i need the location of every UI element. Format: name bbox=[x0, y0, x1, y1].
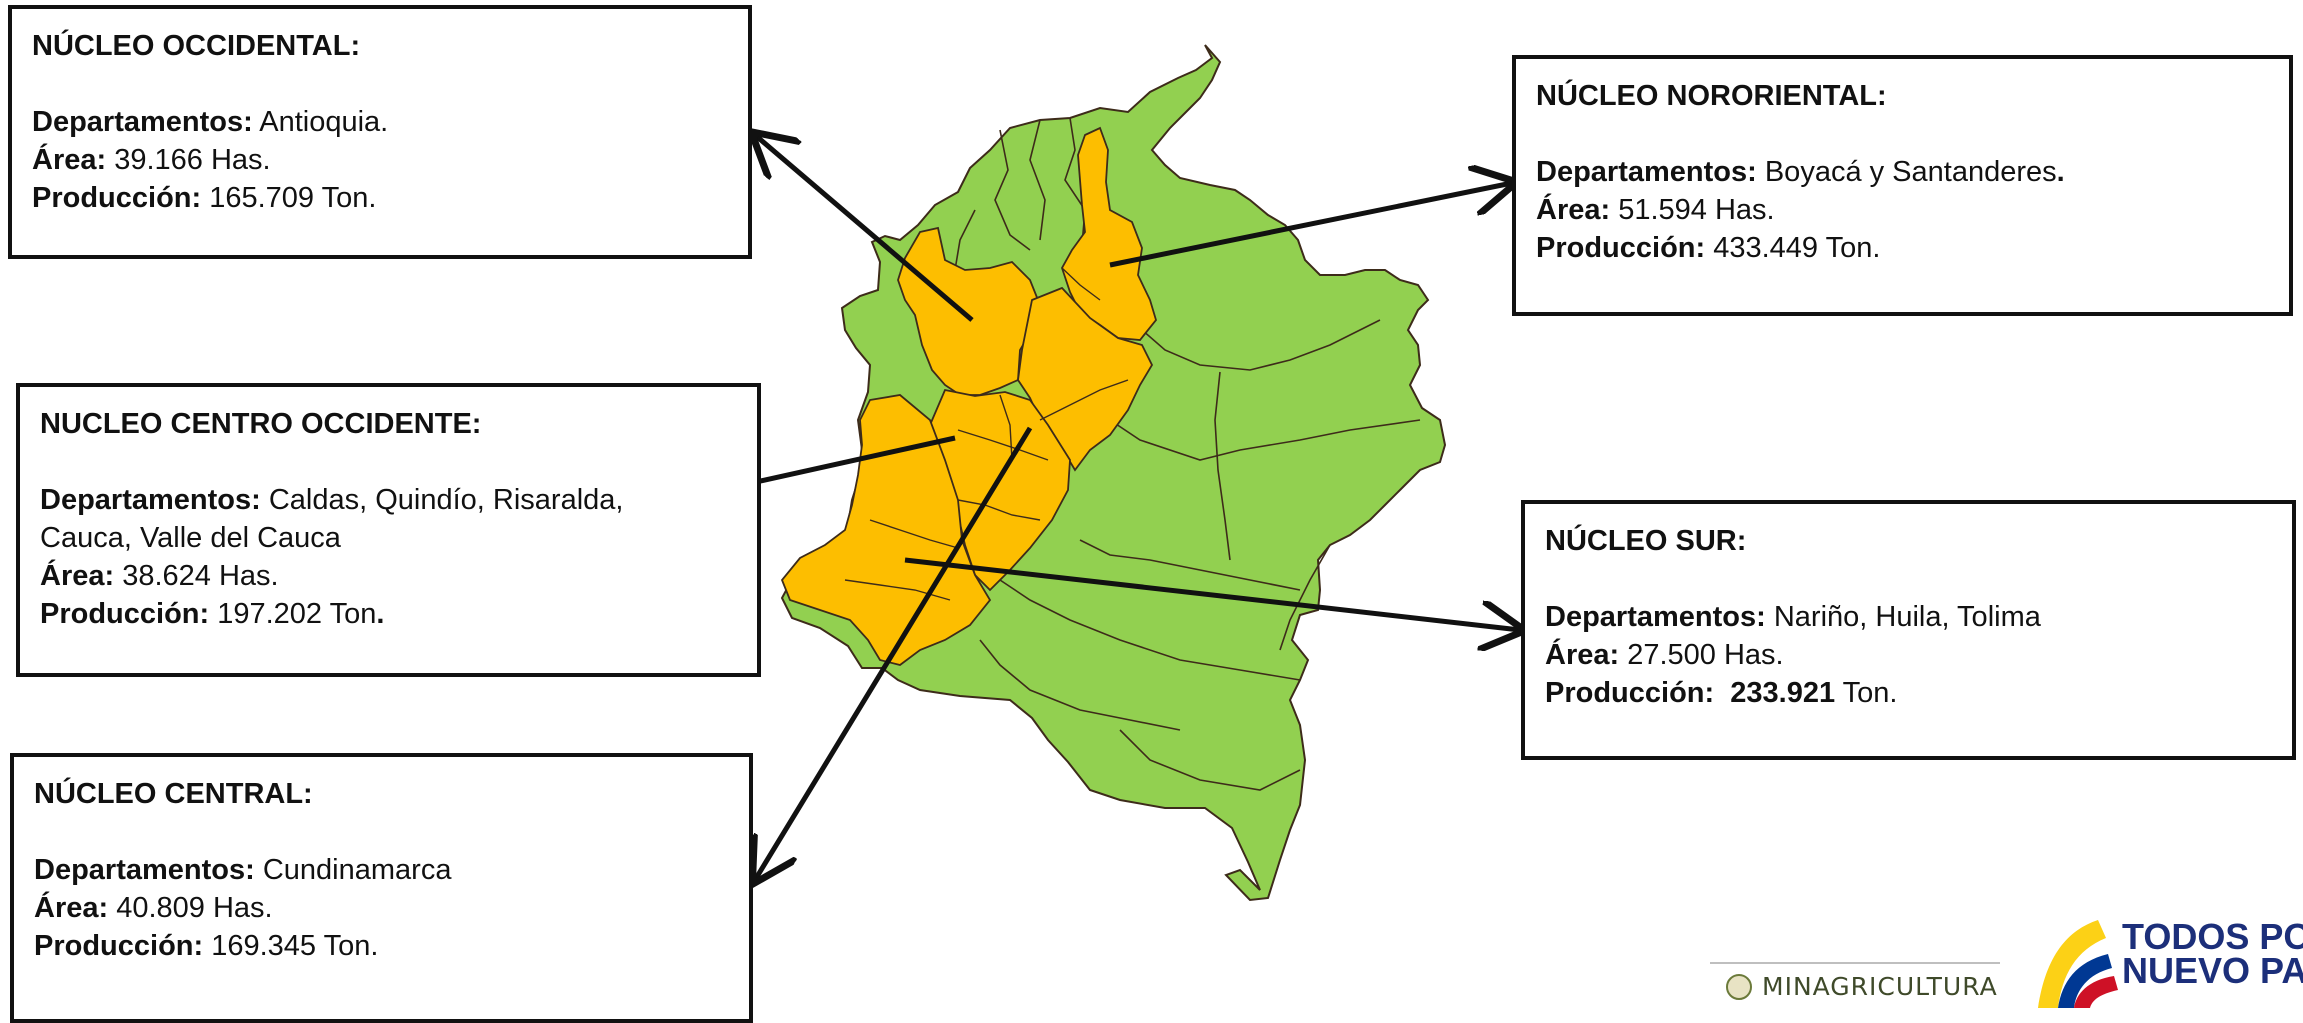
produccion-row: Producción: 197.202 Ton. bbox=[40, 595, 737, 633]
area-label: Área: bbox=[40, 560, 115, 592]
footer-logos: MINAGRICULTURA TODOS POR UN NUEVO PAÍS bbox=[1710, 920, 2303, 1008]
area-label: Área: bbox=[32, 144, 107, 176]
region-valle-cauca-narino-huila bbox=[780, 394, 992, 666]
departamentos-label: Departamentos: bbox=[40, 484, 261, 516]
arrow-occidental bbox=[755, 135, 974, 322]
departamentos-row: Departamentos: Antioquia. bbox=[32, 103, 728, 141]
departamentos-value: Nariño, Huila, Tolima bbox=[1773, 601, 2041, 633]
produccion-row: Producción: 233.921 Ton. bbox=[1545, 674, 2272, 712]
produccion-label: Producción: bbox=[40, 598, 210, 630]
produccion-row: Producción: 433.449 Ton. bbox=[1536, 229, 2269, 267]
country-silhouette bbox=[780, 44, 1447, 902]
produccion-value: 233.921 bbox=[1730, 677, 1836, 709]
departamentos-row: Departamentos: Caldas, Quindío, Risarald… bbox=[40, 481, 737, 519]
produccion-label: Producción: bbox=[1536, 232, 1706, 264]
area-value: 38.624 Has. bbox=[122, 560, 279, 592]
area-label: Área: bbox=[34, 892, 109, 924]
departamentos-label: Departamentos: bbox=[1536, 156, 1757, 188]
departamentos-value: Boyacá y Santanderes bbox=[1764, 156, 2057, 188]
produccion-label: Producción: bbox=[32, 182, 202, 214]
produccion-value: 165.709 Ton. bbox=[209, 182, 377, 214]
area-row: Área: 27.500 Has. bbox=[1545, 636, 2272, 674]
produccion-end: . bbox=[376, 598, 385, 630]
produccion-value: 169.345 Ton. bbox=[211, 930, 379, 962]
box-title: NÚCLEO OCCIDENTAL: bbox=[32, 30, 361, 62]
info-box-central: NÚCLEO CENTRAL: Departamentos: Cundinama… bbox=[10, 753, 753, 1023]
nucleo-regions bbox=[780, 126, 1157, 666]
area-row: Área: 51.594 Has. bbox=[1536, 191, 2269, 229]
region-antioquia bbox=[897, 226, 1039, 396]
area-value: 51.594 Has. bbox=[1618, 194, 1775, 226]
area-label: Área: bbox=[1545, 639, 1620, 671]
departamentos-row: Departamentos: Cundinamarca bbox=[34, 851, 729, 889]
nucleo-department-borders bbox=[844, 267, 1129, 601]
produccion-unit: Ton. bbox=[1842, 677, 1898, 709]
departamentos-value: Caldas, Quindío, Risaralda, bbox=[268, 484, 624, 516]
minagricultura-logo-text: MINAGRICULTURA bbox=[1762, 972, 1998, 1001]
produccion-value: 197.202 Ton bbox=[217, 598, 377, 630]
box-title: NÚCLEO SUR: bbox=[1545, 525, 1747, 557]
area-row: Área: 39.166 Has. bbox=[32, 141, 728, 179]
departamentos-row: Departamentos: Boyacá y Santanderes. bbox=[1536, 153, 2269, 191]
todos-por-un-nuevo-pais-logo: TODOS POR UN NUEVO PAÍS bbox=[2122, 920, 2303, 988]
box-title: NÚCLEO CENTRAL: bbox=[34, 778, 313, 810]
produccion-row: Producción: 169.345 Ton. bbox=[34, 927, 729, 965]
info-box-occidental: NÚCLEO OCCIDENTAL: Departamentos: Antioq… bbox=[8, 5, 752, 259]
area-row: Área: 38.624 Has. bbox=[40, 557, 737, 595]
todos-line-1: TODOS POR UN bbox=[2122, 920, 2303, 957]
area-label: Área: bbox=[1536, 194, 1611, 226]
produccion-label: Producción: bbox=[34, 930, 204, 962]
departamentos-value: Cundinamarca bbox=[262, 854, 452, 886]
info-box-centro-occidente: NUCLEO CENTRO OCCIDENTE: Departamentos: … bbox=[16, 383, 761, 677]
flag-swoosh-icon bbox=[2038, 920, 2118, 1008]
logo-divider bbox=[1710, 962, 2000, 964]
box-title: NÚCLEO NORORIENTAL: bbox=[1536, 80, 1887, 112]
region-santanderes bbox=[1061, 126, 1157, 341]
departamentos-end: . bbox=[2056, 156, 2065, 188]
departamentos-row-2: Cauca, Valle del Cauca bbox=[40, 522, 341, 554]
area-row: Área: 40.809 Has. bbox=[34, 889, 729, 927]
departamentos-label: Departamentos: bbox=[34, 854, 255, 886]
area-value: 39.166 Has. bbox=[114, 144, 271, 176]
produccion-label: Producción: bbox=[1545, 677, 1715, 709]
departamentos-row: Departamentos: Nariño, Huila, Tolima bbox=[1545, 598, 2272, 636]
produccion-value: 433.449 Ton. bbox=[1713, 232, 1881, 264]
departamentos-value: Antioquia. bbox=[259, 106, 389, 138]
info-box-nororiental: NÚCLEO NORORIENTAL: Departamentos: Boyac… bbox=[1512, 55, 2293, 316]
region-boyaca-cundinamarca bbox=[1017, 286, 1154, 472]
arrow-nororiental bbox=[1109, 183, 1512, 268]
area-value: 40.809 Has. bbox=[116, 892, 273, 924]
produccion-row: Producción: 165.709 Ton. bbox=[32, 179, 728, 217]
arrow-sur bbox=[904, 557, 1520, 630]
info-box-sur: NÚCLEO SUR: Departamentos: Nariño, Huila… bbox=[1521, 500, 2296, 760]
area-value: 27.500 Has. bbox=[1627, 639, 1784, 671]
departamentos-label: Departamentos: bbox=[1545, 601, 1766, 633]
todos-line-2: NUEVO PAÍS bbox=[2122, 950, 2303, 989]
arrow-central bbox=[755, 426, 1033, 880]
departamentos-label: Departamentos: bbox=[32, 106, 253, 138]
box-title: NUCLEO CENTRO OCCIDENTE: bbox=[40, 408, 482, 440]
minagricultura-seal-icon bbox=[1726, 974, 1752, 1000]
